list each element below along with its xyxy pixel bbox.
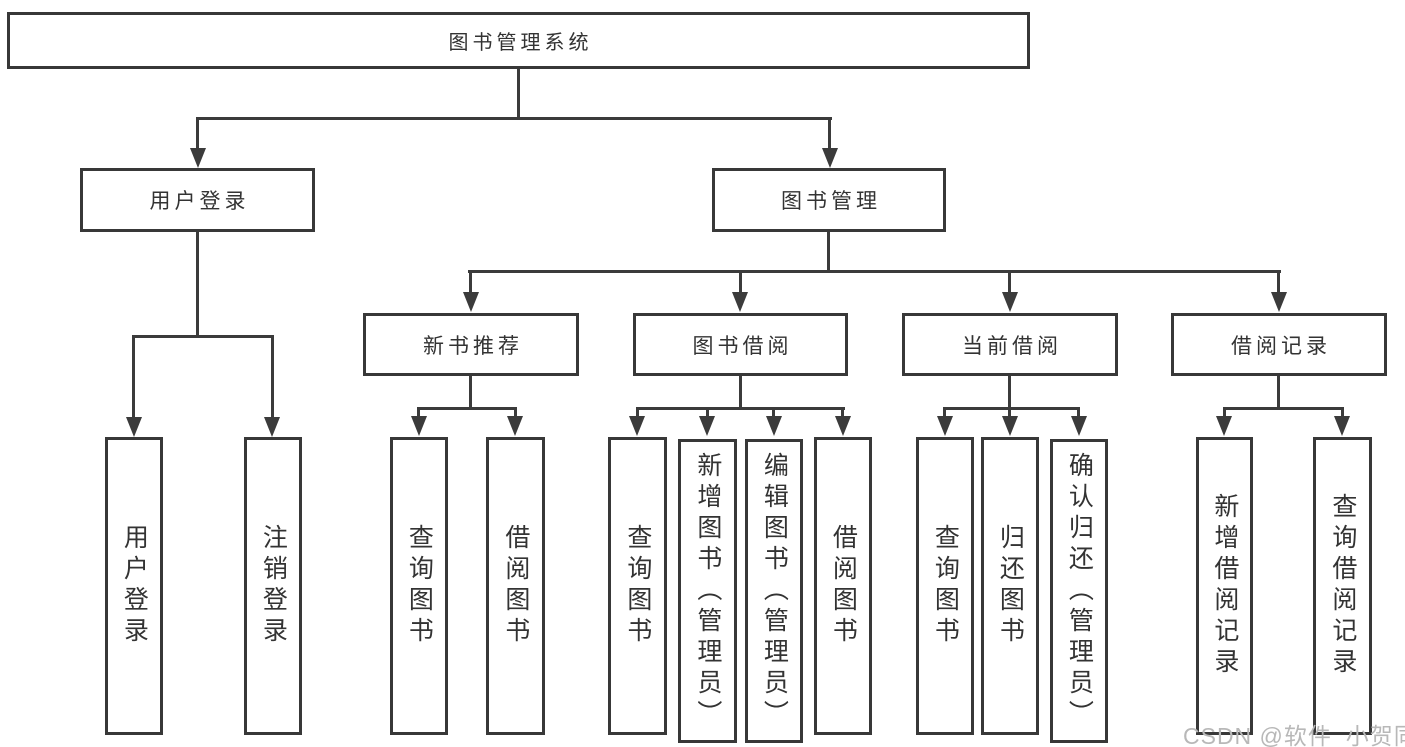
connector-new-book-rec-rail bbox=[417, 407, 517, 410]
leaf-add-book-admin: 新增图书（管理员） bbox=[678, 439, 737, 743]
connector-drop-cb-confirm bbox=[1077, 407, 1080, 418]
connector-drop-nb-query bbox=[417, 407, 420, 418]
arrow-down-icon bbox=[732, 292, 748, 312]
leaf-query-book-label: 查询图书 bbox=[623, 524, 652, 648]
arrow-down-icon bbox=[766, 416, 782, 436]
leaf-query-book-under-recommend: 查询图书 bbox=[390, 437, 448, 735]
arrow-down-icon bbox=[822, 148, 838, 168]
connector-drop-borrow-records bbox=[1277, 270, 1280, 294]
node-user-login-label: 用户登录 bbox=[149, 190, 250, 213]
connector-drop-bb-borrow bbox=[841, 407, 844, 418]
node-book-borrow-label: 图书借阅 bbox=[692, 334, 793, 358]
arrow-down-icon bbox=[1071, 416, 1087, 436]
node-book-mgmt-label: 图书管理 bbox=[781, 190, 881, 213]
connector-user-login-rail bbox=[132, 335, 273, 338]
connector-borrow-records-rail bbox=[1223, 407, 1344, 410]
connector-drop-cb-query bbox=[943, 407, 946, 418]
arrow-down-icon bbox=[1216, 416, 1232, 436]
arrow-down-icon bbox=[1334, 416, 1350, 436]
connector-root-rail bbox=[196, 117, 832, 120]
connector-drop-bb-edit bbox=[772, 407, 775, 418]
connector-book-borrow-stem bbox=[739, 375, 742, 410]
leaf-edit-book-admin: 编辑图书（管理员） bbox=[745, 439, 803, 743]
leaf-add-borrow-record: 新增借阅记录 bbox=[1196, 437, 1253, 735]
leaf-borrow-book-under-borrow: 借阅图书 bbox=[814, 437, 872, 735]
arrow-down-icon bbox=[629, 416, 645, 436]
node-borrow-records-label: 借阅记录 bbox=[1231, 334, 1331, 358]
node-borrow-records: 借阅记录 bbox=[1171, 313, 1387, 376]
arrow-down-icon bbox=[699, 416, 715, 436]
node-current-borrow-label: 当前借阅 bbox=[962, 334, 1062, 358]
connector-drop-bb-query bbox=[636, 407, 639, 418]
arrow-down-icon bbox=[411, 416, 427, 436]
node-root: 图书管理系统 bbox=[7, 12, 1030, 69]
connector-drop-current-borrow bbox=[1008, 270, 1011, 294]
connector-drop-user-login bbox=[196, 117, 199, 150]
leaf-borrow-book-label: 借阅图书 bbox=[501, 524, 530, 648]
connector-new-book-rec-stem bbox=[469, 375, 472, 410]
arrow-down-icon bbox=[126, 417, 142, 437]
node-new-book-recommend: 新书推荐 bbox=[363, 313, 579, 376]
connector-borrow-records-stem bbox=[1277, 375, 1280, 410]
arrow-down-icon bbox=[507, 416, 523, 436]
leaf-borrow-book-label: 借阅图书 bbox=[829, 524, 858, 648]
connector-book-mgmt-stem bbox=[827, 232, 830, 273]
node-book-borrow: 图书借阅 bbox=[633, 313, 848, 376]
leaf-edit-book-admin-label: 编辑图书（管理员） bbox=[760, 451, 789, 731]
connector-root-stem bbox=[517, 68, 520, 118]
arrow-down-icon bbox=[937, 416, 953, 436]
arrow-down-icon bbox=[463, 292, 479, 312]
leaf-query-book-label: 查询图书 bbox=[405, 524, 434, 648]
connector-drop-book-borrow bbox=[739, 270, 742, 294]
node-current-borrow: 当前借阅 bbox=[902, 313, 1118, 376]
leaf-borrow-book-under-recommend: 借阅图书 bbox=[486, 437, 545, 735]
connector-drop-leaf-logout bbox=[271, 335, 274, 418]
arrow-down-icon bbox=[264, 417, 280, 437]
connector-drop-book-mgmt bbox=[828, 117, 831, 150]
leaf-query-borrow-record: 查询借阅记录 bbox=[1313, 437, 1372, 735]
leaf-logout-login: 注销登录 bbox=[244, 437, 302, 735]
connector-drop-cb-return bbox=[1008, 407, 1011, 418]
connector-drop-br-add bbox=[1223, 407, 1226, 418]
connector-book-borrow-rail bbox=[636, 407, 845, 410]
connector-drop-br-query bbox=[1341, 407, 1344, 418]
leaf-query-borrow-record-label: 查询借阅记录 bbox=[1328, 493, 1357, 679]
node-book-mgmt: 图书管理 bbox=[712, 168, 946, 232]
leaf-add-borrow-record-label: 新增借阅记录 bbox=[1210, 493, 1239, 679]
arrow-down-icon bbox=[835, 416, 851, 436]
leaf-user-login: 用户登录 bbox=[105, 437, 163, 735]
connector-current-borrow-stem bbox=[1008, 375, 1011, 410]
leaf-return-book-label: 归还图书 bbox=[996, 524, 1025, 648]
leaf-confirm-return-admin-label: 确认归还（管理员） bbox=[1065, 451, 1094, 731]
leaf-query-book-under-borrow: 查询图书 bbox=[608, 437, 667, 735]
leaf-query-book-under-current: 查询图书 bbox=[916, 437, 974, 735]
leaf-confirm-return-admin: 确认归还（管理员） bbox=[1050, 439, 1108, 743]
leaf-user-login-label: 用户登录 bbox=[120, 524, 149, 648]
node-user-login: 用户登录 bbox=[80, 168, 315, 232]
connector-drop-new-book-rec bbox=[469, 270, 472, 294]
leaf-return-book: 归还图书 bbox=[981, 437, 1039, 735]
node-new-book-recommend-label: 新书推荐 bbox=[423, 334, 523, 358]
connector-drop-nb-borrow bbox=[514, 407, 517, 418]
connector-book-mgmt-rail bbox=[468, 270, 1281, 273]
node-root-label: 图书管理系统 bbox=[448, 32, 593, 54]
arrow-down-icon bbox=[1002, 416, 1018, 436]
arrow-down-icon bbox=[190, 148, 206, 168]
arrow-down-icon bbox=[1271, 292, 1287, 312]
leaf-logout-login-label: 注销登录 bbox=[259, 524, 288, 648]
connector-drop-leaf-user-login bbox=[132, 335, 135, 418]
connector-drop-bb-add bbox=[706, 407, 709, 418]
connector-user-login-stem bbox=[196, 232, 199, 336]
connector-current-borrow-rail bbox=[943, 407, 1080, 410]
arrow-down-icon bbox=[1002, 292, 1018, 312]
leaf-query-book-label: 查询图书 bbox=[931, 524, 960, 648]
leaf-add-book-admin-label: 新增图书（管理员） bbox=[693, 451, 722, 731]
csdn-watermark: CSDN @软件_小贺同学 bbox=[1183, 723, 1405, 747]
